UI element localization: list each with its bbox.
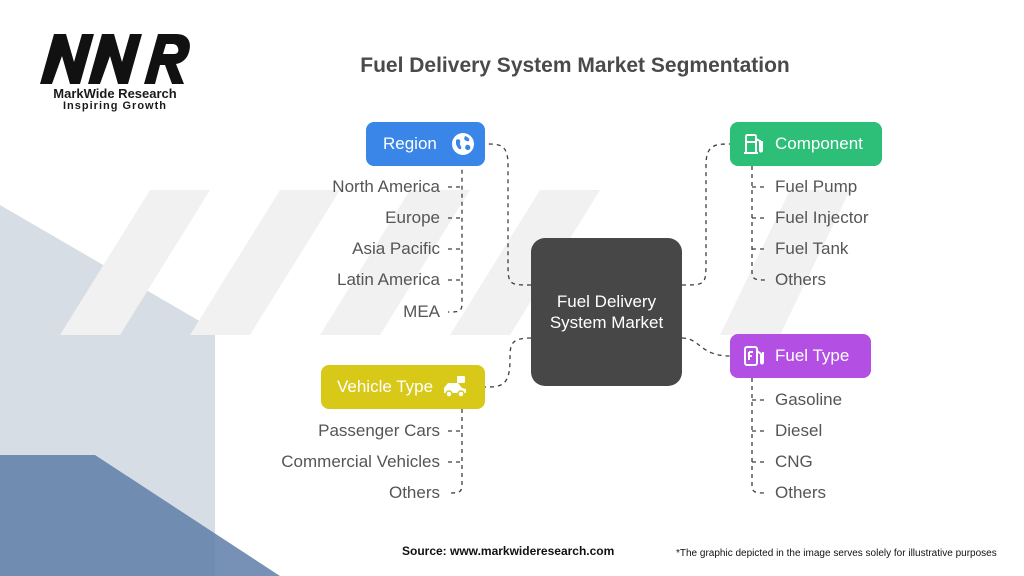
fueltype-item: CNG [775,452,813,471]
segment-component-pill: Component [730,122,882,166]
segment-region-pill: Region [366,122,485,166]
fuel-station-icon [740,342,768,370]
region-item: MEA [403,302,440,321]
component-item: Fuel Injector [775,208,869,227]
background-shapes [0,205,280,576]
globe-icon [449,130,477,158]
segment-component-label: Component [775,134,863,153]
background-shape-small [0,455,280,576]
bracket-fueltype [751,378,767,494]
region-item: North America [332,177,440,196]
vehicle-item: Passenger Cars [318,421,440,440]
region-item: Latin America [337,270,440,289]
connector-component [681,143,731,286]
fueltype-item: Gasoline [775,390,843,409]
logo-tagline: Inspiring Growth [63,100,167,112]
connector-fueltype [681,337,731,357]
watermark-logo [60,190,850,335]
vehicle-item: Commercial Vehicles [281,452,440,471]
component-item: Fuel Tank [775,239,849,258]
vehicle-item: Others [388,483,440,502]
segment-fueltype-pill: Fuel Type [730,334,871,378]
logo [38,32,192,86]
connector-region [484,143,532,286]
component-item: Fuel Pump [775,177,858,196]
source-note: Source: www.markwideresearch.com [402,544,615,558]
connectors [447,143,767,494]
disclaimer-note: *The graphic depicted in the image serve… [676,548,997,559]
region-item: Asia Pacific [352,239,440,258]
segment-region-label: Region [383,134,437,153]
fueltype-item: Others [775,483,827,502]
segment-fueltype-label: Fuel Type [775,346,850,365]
segment-vehicle-label: Vehicle Type [337,377,434,396]
bracket-region [447,143,473,313]
logo-mark-icon [40,34,190,84]
bracket-component [751,166,767,281]
segment-vehicle-pill: Vehicle Type [321,365,485,409]
region-item: Europe [385,208,440,227]
logo-name: MarkWide Research [53,86,177,101]
bracket-vehicle [447,409,463,494]
diagram-title: Fuel Delivery System Market Segmentation [360,54,790,77]
component-item: Others [775,270,827,289]
fuel-pump-icon [740,130,768,158]
fueltype-item: Diesel [775,421,823,440]
connector-vehicle [484,337,532,388]
center-node-label: Fuel Delivery System Market [549,292,664,332]
center-node: Fuel Delivery System Market [531,238,682,386]
car-icon [441,373,469,401]
